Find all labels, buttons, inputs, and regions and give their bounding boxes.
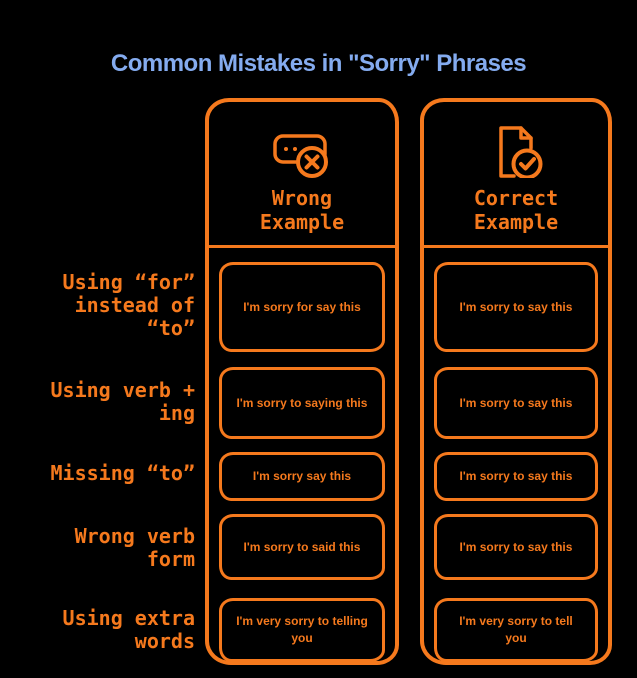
- correct-column-header: Correct Example: [424, 102, 608, 248]
- correct-title-line1: Correct: [473, 186, 559, 210]
- correct-example-text-5: I'm very sorry to tell you: [459, 614, 573, 645]
- wrong-example-text-3: I'm sorry say this: [252, 469, 352, 483]
- wrong-title-line1: Wrong: [271, 186, 333, 210]
- correct-example-cell-5: I'm very sorry to tell you: [434, 598, 598, 662]
- rejected-card-x-icon: [273, 134, 328, 178]
- correct-example-text-1: I'm sorry to say this: [459, 299, 573, 314]
- document-check-icon: [499, 126, 543, 178]
- wrong-example-column: Wrong Example I'm sorry for say this I'm…: [205, 98, 399, 665]
- row-label-wrong-verb-form: Wrong verb form: [74, 524, 195, 571]
- correct-example-cell-4: I'm sorry to say this: [434, 514, 598, 580]
- wrong-example-text-5: I'm very sorry to telling you: [236, 614, 368, 645]
- wrong-example-text-4: I'm sorry to said this: [243, 539, 361, 554]
- wrong-example-cell-2: I'm sorry to saying this: [219, 367, 385, 439]
- row-label-using-extra-words: Using extra words: [62, 606, 195, 653]
- wrong-column-title: Wrong Example: [260, 186, 344, 234]
- row-label-using-verb-ing: Using verb + ing: [50, 378, 196, 425]
- row-label-missing-to: Missing “to”: [50, 461, 196, 485]
- correct-example-text-3: I'm sorry to say this: [459, 469, 573, 483]
- wrong-example-cell-1: I'm sorry for say this: [219, 262, 385, 352]
- correct-example-text-4: I'm sorry to say this: [459, 539, 573, 554]
- wrong-example-cell-4: I'm sorry to said this: [219, 514, 385, 580]
- wrong-title-line2: Example: [259, 210, 345, 234]
- page-title: Common Mistakes in "Sorry" Phrases: [110, 50, 527, 77]
- wrong-column-header: Wrong Example: [209, 102, 395, 248]
- row-label-using-for-instead-of-to: Using “for” instead of “to”: [62, 270, 195, 340]
- wrong-example-cell-5: I'm very sorry to telling you: [219, 598, 385, 662]
- correct-example-cell-2: I'm sorry to say this: [434, 367, 598, 439]
- correct-example-cell-1: I'm sorry to say this: [434, 262, 598, 352]
- wrong-example-text-2: I'm sorry to saying this: [236, 395, 368, 410]
- correct-example-text-2: I'm sorry to say this: [459, 395, 573, 410]
- wrong-example-text-1: I'm sorry for say this: [243, 299, 361, 314]
- correct-title-line2: Example: [473, 210, 559, 234]
- correct-column-title: Correct Example: [474, 186, 558, 234]
- wrong-example-cell-3: I'm sorry say this: [219, 452, 385, 501]
- correct-example-column: Correct Example I'm sorry to say this I'…: [420, 98, 612, 665]
- correct-example-cell-3: I'm sorry to say this: [434, 452, 598, 501]
